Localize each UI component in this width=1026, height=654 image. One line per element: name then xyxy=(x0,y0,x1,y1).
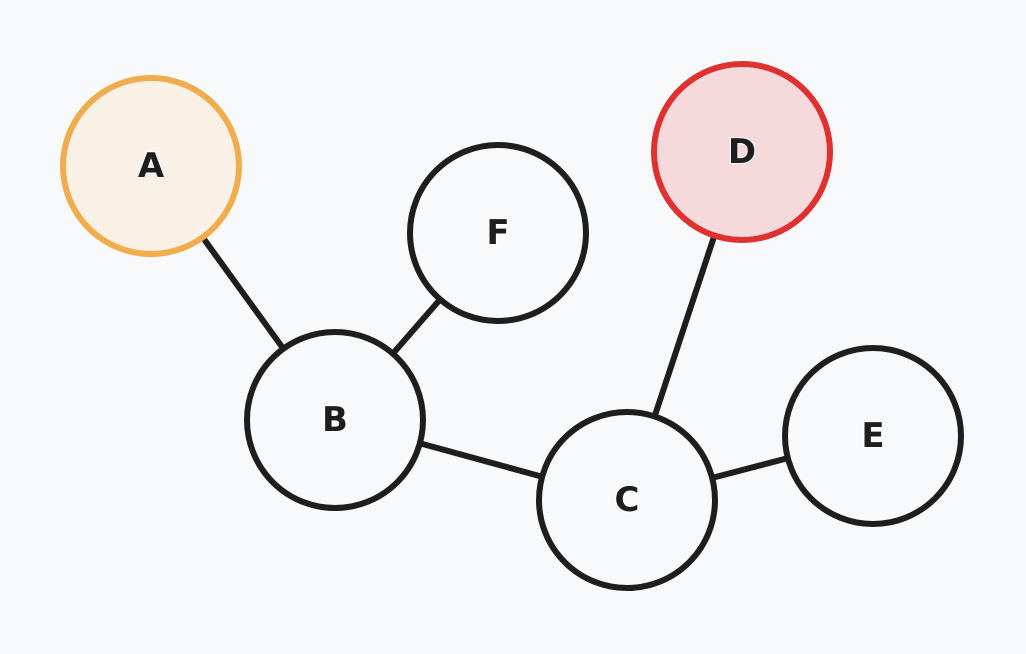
edge-c-d xyxy=(651,232,718,420)
node-d-circle[interactable] xyxy=(651,61,833,243)
node-a-label: A xyxy=(138,146,165,186)
node-d[interactable]: D xyxy=(651,61,833,243)
node-a-circle[interactable] xyxy=(60,75,242,257)
edge-b-c xyxy=(416,440,546,480)
node-b-label: B xyxy=(322,400,348,440)
node-b-circle[interactable] xyxy=(244,329,426,511)
edges-layer xyxy=(199,232,791,481)
node-d-label: D xyxy=(728,132,756,172)
node-f-circle[interactable] xyxy=(407,142,589,324)
node-c-circle[interactable] xyxy=(536,409,718,591)
node-f[interactable]: F xyxy=(407,142,589,324)
edge-c-e xyxy=(709,455,791,481)
node-c[interactable]: C xyxy=(536,409,718,591)
node-a[interactable]: A xyxy=(60,75,242,257)
edge-a-b xyxy=(199,234,287,352)
node-c-label: C xyxy=(615,480,640,520)
node-b[interactable]: B xyxy=(244,329,426,511)
node-e-circle[interactable] xyxy=(782,345,964,527)
node-f-label: F xyxy=(486,213,509,253)
edge-b-f xyxy=(389,296,444,357)
nodes-layer: A B C D E F xyxy=(60,61,964,591)
node-e[interactable]: E xyxy=(782,345,964,527)
node-e-label: E xyxy=(861,416,884,456)
